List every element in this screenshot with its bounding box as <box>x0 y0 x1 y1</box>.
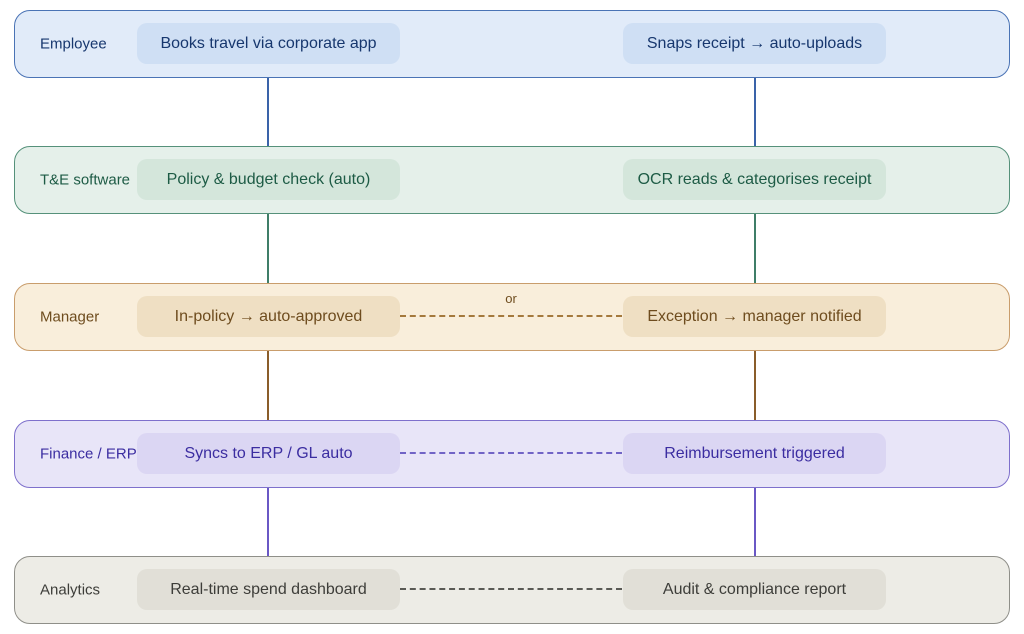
step-box: Real-time spend dashboard <box>137 569 400 610</box>
step-box: Reimbursement triggered <box>623 433 886 474</box>
connector-line <box>754 214 756 283</box>
step-box: OCR reads & categorises receipt <box>623 159 886 200</box>
lane-analytics: Analytics Real-time spend dashboard Audi… <box>14 556 1010 624</box>
connector-line <box>754 351 756 420</box>
lane-label: Manager <box>40 308 100 326</box>
connector-line <box>754 78 756 146</box>
lane-finance-erp: Finance / ERP Syncs to ERP / GL auto Rei… <box>14 420 1010 488</box>
step-box: Audit & compliance report <box>623 569 886 610</box>
step-box: Syncs to ERP / GL auto <box>137 433 400 474</box>
lane-manager: Manager In-policy → auto-approved or Exc… <box>14 283 1010 351</box>
dashed-connector <box>400 315 622 317</box>
connector-line <box>267 488 269 556</box>
connector-line <box>754 488 756 556</box>
step-box: Policy & budget check (auto) <box>137 159 400 200</box>
lane-employee: Employee Books travel via corporate app … <box>14 10 1010 78</box>
dashed-connector <box>400 452 622 454</box>
lane-te-software: T&E software Policy & budget check (auto… <box>14 146 1010 214</box>
step-box: Books travel via corporate app <box>137 23 400 64</box>
lane-label: T&E software <box>40 171 131 189</box>
step-box: In-policy → auto-approved <box>137 296 400 337</box>
step-box: Exception → manager notified <box>623 296 886 337</box>
connector-line <box>267 78 269 146</box>
connector-line <box>267 351 269 420</box>
lane-label: Analytics <box>40 581 101 599</box>
dashed-connector <box>400 588 622 590</box>
lane-label: Employee <box>40 35 107 53</box>
connector-line <box>267 214 269 283</box>
step-box: Snaps receipt → auto-uploads <box>623 23 886 64</box>
or-label: or <box>505 291 517 306</box>
lane-label: Finance / ERP <box>40 445 137 463</box>
